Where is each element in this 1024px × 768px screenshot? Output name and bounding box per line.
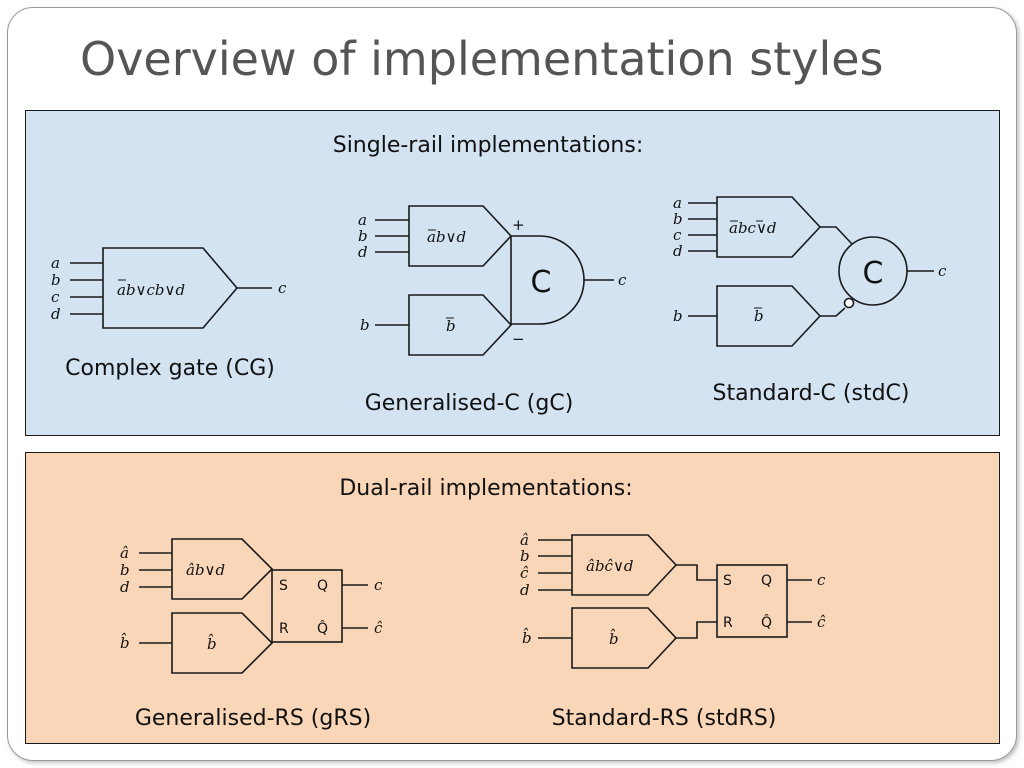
grs-top-gate-label: âb∨d bbox=[186, 561, 225, 579]
stdrs-input-b: b bbox=[520, 547, 530, 565]
cg-gate-label: ab∨cb∨d bbox=[117, 281, 185, 299]
grs-output-c: c bbox=[374, 576, 383, 594]
grs-top-gate bbox=[171, 538, 274, 600]
grs-bottom-input: b̂ bbox=[120, 633, 130, 652]
stdrs-output-c-hat: ĉ bbox=[817, 613, 826, 631]
cg-input-d: d bbox=[51, 305, 61, 323]
grs-diagram bbox=[139, 538, 368, 674]
stdc-input-c: c bbox=[673, 226, 682, 244]
stdrs-input-c-hat: ĉ bbox=[520, 564, 529, 582]
grs-output-c-hat: ĉ bbox=[374, 619, 383, 637]
gc-caption: Generalised-C (gC) bbox=[365, 391, 574, 416]
grs-input-b: b bbox=[120, 561, 130, 579]
gc-bottom-gate-label: b bbox=[446, 317, 456, 335]
stdc-inversion-bubble bbox=[843, 297, 855, 309]
stdrs-input-d: d bbox=[520, 581, 530, 599]
stdrs-bottom-gate-label: b̂ bbox=[609, 629, 619, 648]
stdrs-rs-latch bbox=[716, 564, 788, 638]
gc-bottom-input: b bbox=[360, 316, 370, 334]
gc-bottom-gate bbox=[408, 294, 513, 356]
cg-caption: Complex gate (CG) bbox=[65, 356, 275, 381]
grs-input-d: d bbox=[120, 578, 130, 596]
cg-input-b: b bbox=[51, 271, 61, 289]
stdrs-caption: Standard-RS (stdRS) bbox=[552, 706, 777, 731]
gc-input-d: d bbox=[358, 243, 368, 261]
stdc-diagram bbox=[688, 196, 934, 347]
dual-rail-heading: Dual-rail implementations: bbox=[339, 476, 632, 501]
grs-r-label: R bbox=[279, 621, 289, 637]
cg-output: c bbox=[278, 279, 287, 297]
stdrs-bottom-gate bbox=[571, 607, 678, 669]
gc-diagram bbox=[375, 205, 614, 356]
gc-top-gate bbox=[408, 205, 513, 267]
cg-diagram bbox=[70, 247, 272, 329]
stdrs-s-label: S bbox=[723, 573, 732, 589]
gc-input-b: b bbox=[358, 227, 368, 245]
gc-minus-sign: − bbox=[512, 330, 525, 348]
stdc-input-d: d bbox=[673, 242, 683, 260]
stdrs-qbar-label: Q̂ bbox=[761, 614, 772, 631]
stdc-c-label: C bbox=[863, 256, 884, 291]
cg-input-a: a bbox=[51, 254, 60, 272]
grs-q-label: Q bbox=[317, 578, 328, 594]
grs-rs-latch bbox=[271, 569, 343, 643]
stdc-bottom-gate-label: b bbox=[754, 307, 764, 325]
single-rail-heading: Single-rail implementations: bbox=[333, 133, 644, 158]
grs-bottom-gate-label: b̂ bbox=[207, 634, 217, 653]
stdc-bottom-input: b bbox=[673, 307, 683, 325]
grs-s-label: S bbox=[279, 578, 288, 594]
gc-output: c bbox=[618, 271, 627, 289]
gc-input-a: a bbox=[358, 211, 367, 229]
cg-input-c: c bbox=[51, 288, 60, 306]
stdrs-output-c: c bbox=[817, 571, 826, 589]
slide-title: Overview of implementation styles bbox=[80, 32, 884, 86]
gc-top-gate-label: ab∨d bbox=[427, 228, 466, 246]
gc-c-label: C bbox=[531, 265, 552, 300]
stdrs-input-a-hat: â bbox=[520, 531, 529, 549]
grs-input-a-hat: â bbox=[120, 544, 129, 562]
grs-bottom-gate bbox=[171, 612, 274, 674]
stdc-caption: Standard-C (stdC) bbox=[713, 381, 910, 406]
stdrs-top-gate-label: âbĉ∨d bbox=[586, 557, 634, 575]
stdc-bottom-gate bbox=[716, 285, 822, 347]
stdc-output: c bbox=[938, 262, 947, 280]
stdc-input-a: a bbox=[673, 194, 682, 212]
gc-plus-sign: + bbox=[512, 216, 525, 234]
stdrs-q-label: Q bbox=[761, 573, 772, 589]
stdrs-r-label: R bbox=[723, 615, 733, 631]
stdrs-top-gate bbox=[571, 534, 678, 596]
dual-rail-panel bbox=[25, 452, 1000, 744]
gc-c-element bbox=[510, 235, 585, 325]
grs-caption: Generalised-RS (gRS) bbox=[135, 706, 371, 731]
stdrs-diagram bbox=[538, 534, 812, 669]
stdc-input-b: b bbox=[673, 210, 683, 228]
grs-qbar-label: Q̂ bbox=[317, 620, 328, 637]
stdc-top-gate-label: abc∨d bbox=[729, 219, 777, 237]
stdc-top-gate bbox=[716, 196, 822, 258]
stdrs-bottom-input: b̂ bbox=[522, 628, 532, 647]
single-rail-panel bbox=[25, 110, 1000, 436]
